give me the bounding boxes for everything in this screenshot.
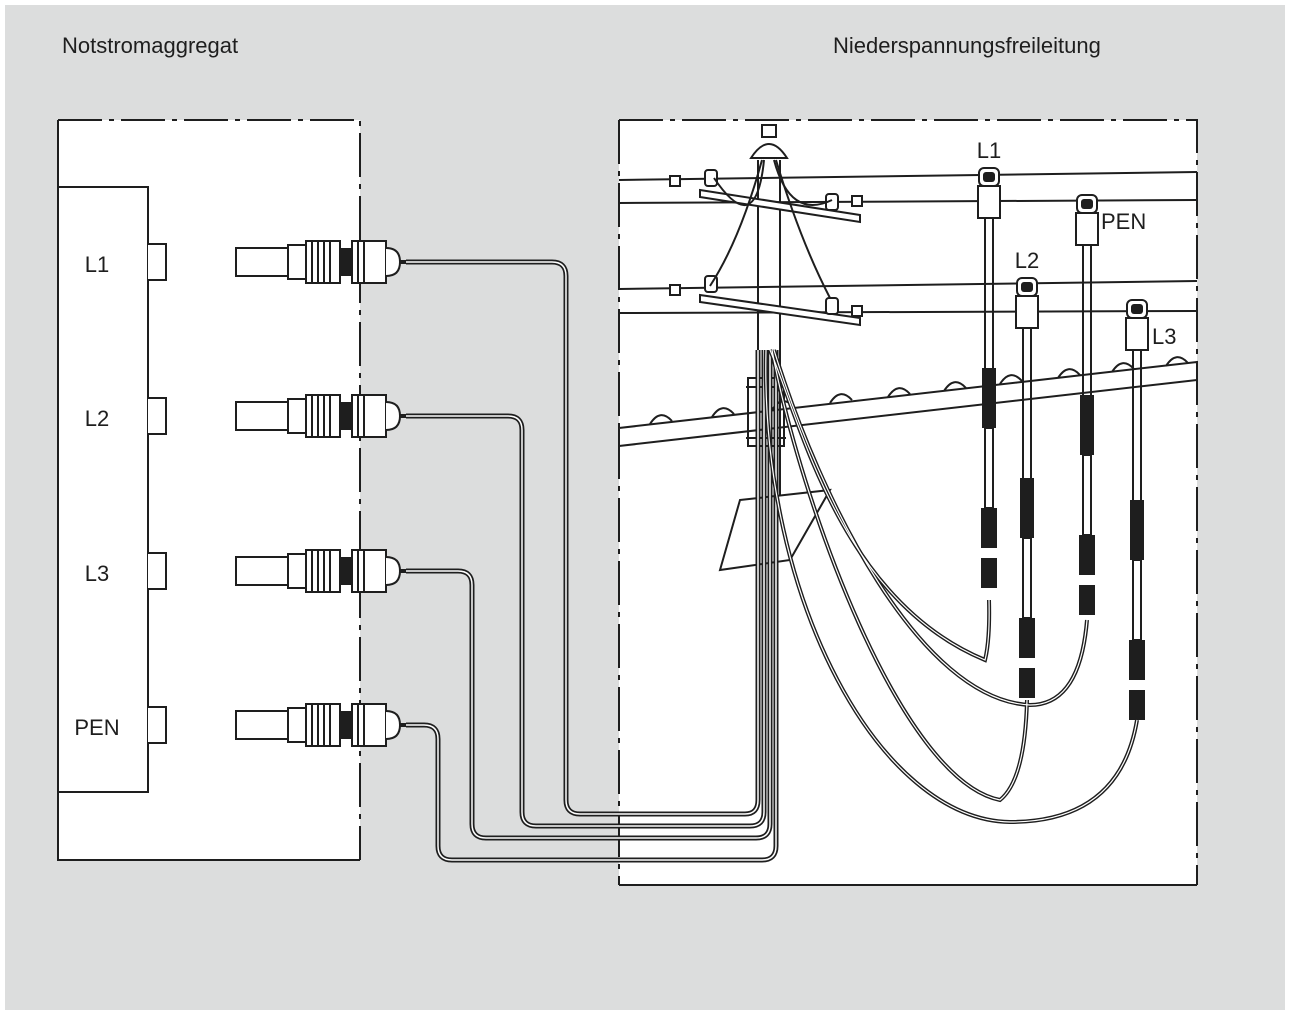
conductor-label-l3: L3 xyxy=(1152,324,1176,349)
socket-pen xyxy=(148,706,167,744)
terminal-label-pen: PEN xyxy=(74,715,119,740)
plug-l1 xyxy=(235,240,407,284)
conductor-label-pen: PEN xyxy=(1101,209,1146,234)
generator-title: Notstromaggregat xyxy=(62,33,239,58)
plug-l3 xyxy=(235,549,407,593)
overhead-line-title: Niederspannungsfreileitung xyxy=(833,33,1101,58)
socket-l3 xyxy=(148,552,167,590)
terminal-label-l3: L3 xyxy=(85,561,109,586)
plug-l2 xyxy=(235,394,407,438)
terminal-label-l1: L1 xyxy=(85,252,109,277)
generator-sockets xyxy=(148,243,167,744)
conductor-label-l1: L1 xyxy=(977,138,1001,163)
conductor-label-l2: L2 xyxy=(1015,248,1039,273)
terminal-label-l2: L2 xyxy=(85,406,109,431)
plug-pen xyxy=(235,703,407,747)
overhead-line-enclosure xyxy=(618,119,1198,886)
socket-l1 xyxy=(148,243,167,281)
generator-terminal-panel xyxy=(57,186,149,793)
socket-l2 xyxy=(148,397,167,435)
